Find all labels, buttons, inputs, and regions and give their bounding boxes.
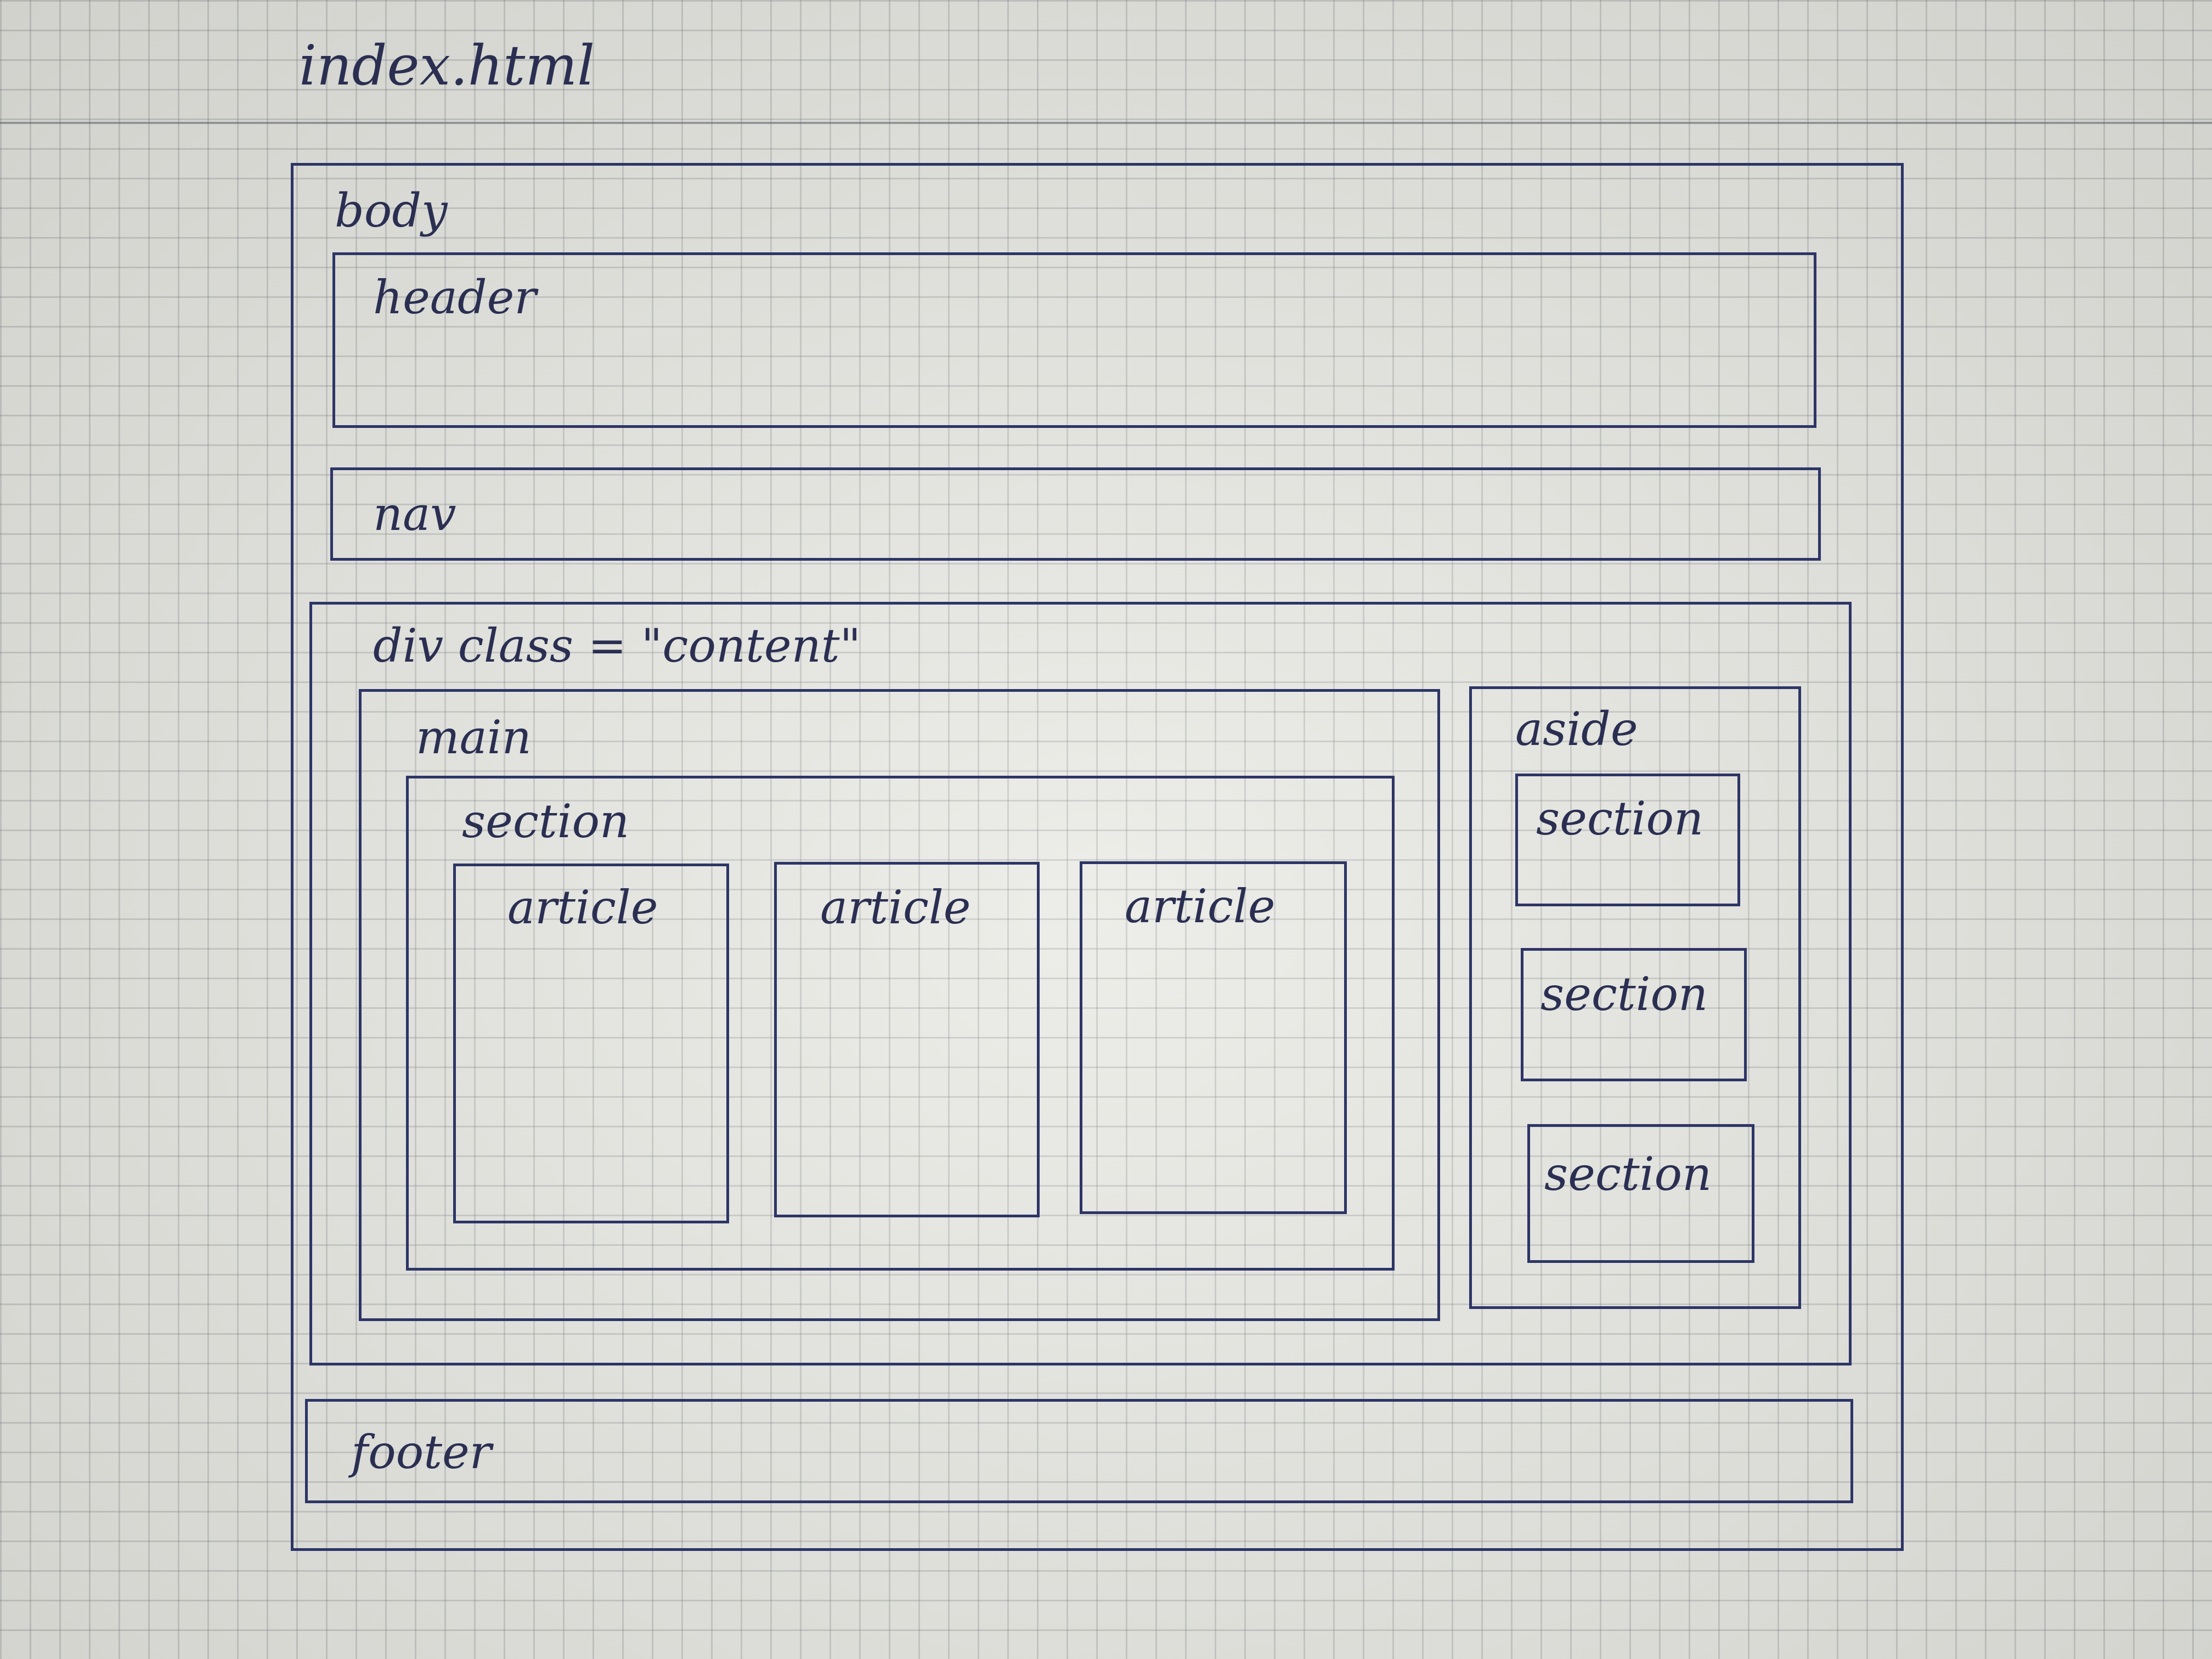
aside-section-label: section (1536, 792, 1704, 845)
aside-section-box (1527, 1124, 1754, 1263)
nav-label: nav (373, 487, 456, 541)
body-label: body (335, 184, 448, 238)
aside-section-label: section (1541, 967, 1708, 1021)
footer-label: footer (351, 1425, 492, 1479)
header-label: header (373, 270, 537, 324)
page-top-rule (0, 122, 2212, 124)
main-section-label: section (462, 794, 630, 848)
aside-section-box (1521, 948, 1747, 1081)
aside-box (1469, 686, 1801, 1309)
aside-label: aside (1515, 702, 1638, 756)
content-div-label: div class = "content" (373, 619, 861, 673)
main-box (359, 689, 1440, 1321)
file-title: index.html (299, 33, 595, 98)
main-section-box (406, 776, 1395, 1271)
article-label: article (1125, 879, 1276, 933)
article-label: article (507, 881, 658, 934)
body-box (291, 163, 1904, 1551)
nav-box (330, 467, 1821, 561)
article-label: article (820, 881, 971, 934)
article-box (1080, 861, 1347, 1214)
footer-box (305, 1399, 1853, 1503)
article-box (774, 862, 1040, 1217)
article-box (453, 864, 729, 1223)
aside-section-box (1515, 774, 1740, 906)
header-box (332, 252, 1816, 428)
content-div-box (309, 602, 1852, 1365)
aside-section-label: section (1544, 1147, 1712, 1201)
main-label: main (416, 710, 532, 764)
